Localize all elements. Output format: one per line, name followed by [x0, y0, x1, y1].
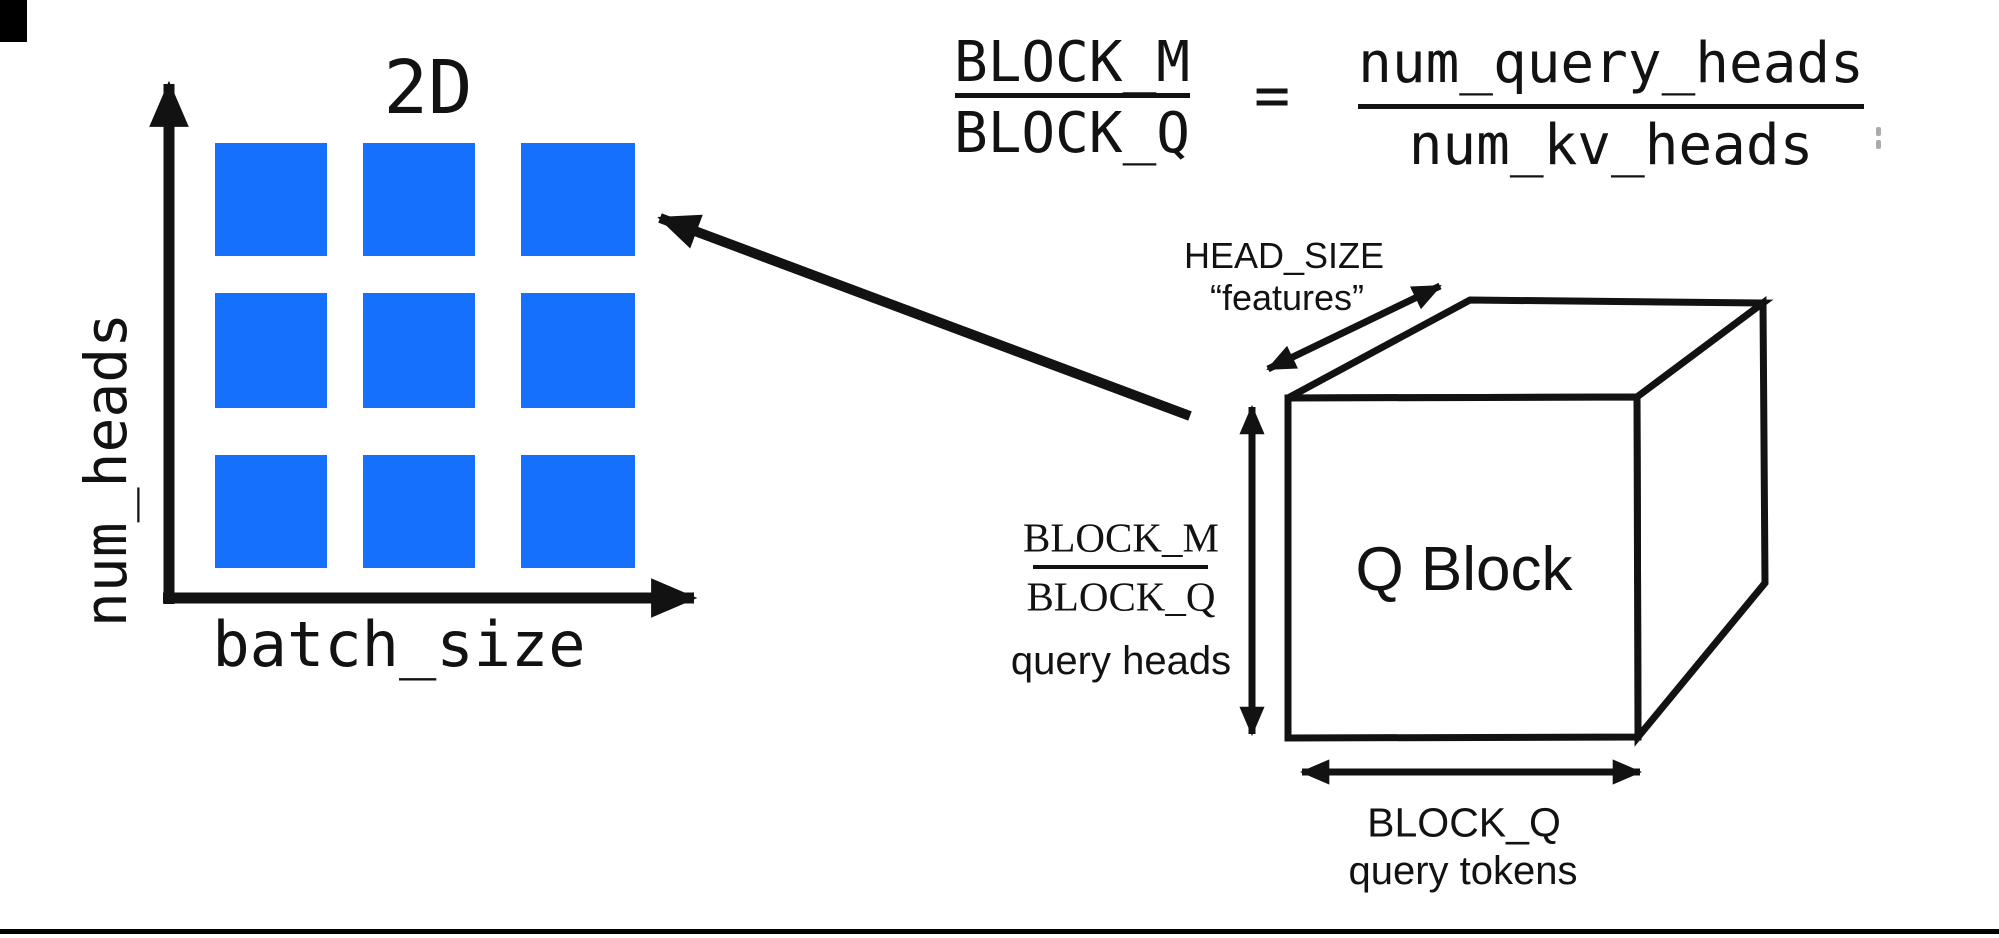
- equation-rhs-fraction-bar: [1358, 104, 1864, 109]
- x-axis-label: batch_size: [212, 608, 586, 681]
- block-q-label: BLOCK_Q: [1367, 799, 1561, 846]
- grid-title: 2D: [383, 45, 473, 131]
- grid-cell: [521, 455, 635, 568]
- head-size-label: HEAD_SIZE: [1183, 235, 1385, 276]
- cropped-glyph-artifact: [1876, 140, 1881, 149]
- cropped-glyph-artifact: [1876, 127, 1881, 136]
- height-label-fraction-bar: [1033, 565, 1208, 569]
- query-tokens-label: query tokens: [1348, 849, 1578, 893]
- head-size-measure-arrow: [1266, 282, 1442, 373]
- grid-cell: [215, 143, 327, 256]
- q-block-label: Q Block: [1355, 535, 1573, 604]
- height-label-denominator: BLOCK_Q: [1026, 573, 1216, 620]
- cube-to-grid-arrow: [657, 213, 1192, 421]
- y-axis-label: num_heads: [72, 312, 140, 628]
- grid-cell: [363, 293, 475, 408]
- grid-cell: [521, 293, 635, 408]
- equation-equals-sign: =: [1253, 61, 1291, 131]
- query-heads-label: query heads: [1010, 639, 1232, 683]
- features-label: “features”: [1209, 277, 1365, 318]
- grid-cell: [521, 143, 635, 256]
- equation-rhs-denominator: num_kv_heads: [1408, 113, 1814, 178]
- bottom-rule: [0, 929, 1999, 934]
- grid-cell: [215, 455, 327, 568]
- q-block-cube: [1284, 296, 1774, 747]
- grid-cell: [363, 455, 475, 568]
- equation-lhs-denominator: BLOCK_Q: [953, 101, 1191, 166]
- height-label-numerator: BLOCK_M: [1023, 514, 1219, 561]
- equation-rhs-numerator: num_query_heads: [1358, 31, 1864, 96]
- cube-front-face: [1284, 393, 1642, 742]
- grid-cell: [363, 143, 475, 256]
- block-grid: [215, 143, 635, 568]
- frame-corner-artifact: [0, 0, 27, 42]
- equation-lhs-numerator: BLOCK_M: [953, 30, 1191, 95]
- equation-lhs-fraction-bar: [955, 93, 1190, 98]
- grid-cell: [215, 293, 327, 408]
